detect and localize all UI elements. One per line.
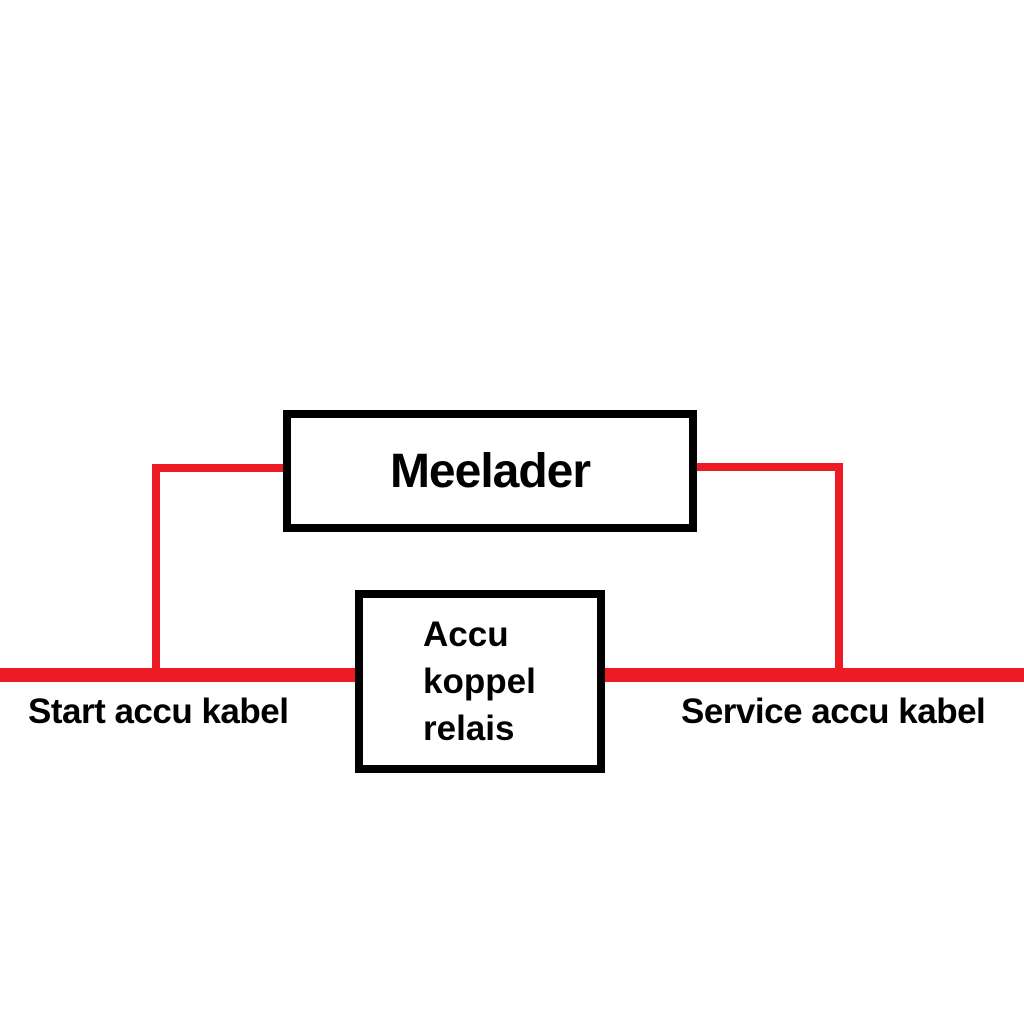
accu-koppel-relais-box: Accu koppel relais	[355, 590, 605, 773]
relais-label-line-1: Accu	[423, 615, 509, 654]
start-branch-wire-horizontal	[152, 464, 292, 472]
relais-label-line-3: relais	[423, 709, 515, 748]
start-branch-wire-vertical	[152, 464, 160, 680]
meelader-label: Meelader	[389, 444, 591, 498]
meelader-box: Meelader	[283, 410, 697, 532]
service-branch-wire-vertical	[835, 463, 843, 680]
start-accu-kabel-label: Start accu kabel	[28, 692, 289, 731]
relais-label-line-2: koppel	[423, 662, 536, 701]
service-branch-wire-horizontal	[694, 463, 843, 471]
service-accu-kabel-label: Service accu kabel	[681, 692, 986, 731]
